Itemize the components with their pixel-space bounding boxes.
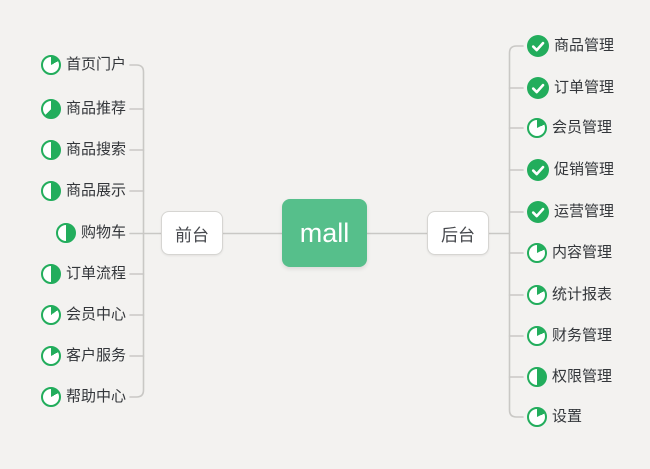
topic-label: 订单流程 bbox=[65, 265, 126, 282]
topic-label: 订单管理 bbox=[554, 79, 615, 96]
topic-label: 商品推荐 bbox=[65, 100, 126, 117]
topic-label: 运营管理 bbox=[554, 203, 615, 220]
topic-node[interactable]: 商品推荐 bbox=[40, 98, 126, 120]
progress-pie-icon bbox=[527, 285, 547, 305]
topic-node[interactable]: 订单管理 bbox=[527, 77, 614, 99]
topic-label: 设置 bbox=[552, 408, 583, 425]
progress-pie-icon bbox=[527, 118, 547, 138]
progress-pie-icon bbox=[527, 367, 547, 387]
topic-label: 商品展示 bbox=[65, 182, 126, 199]
topic-label: 商品管理 bbox=[554, 37, 615, 54]
branch-node-backend[interactable]: 后台 bbox=[427, 211, 489, 255]
progress-pie-icon bbox=[40, 181, 61, 201]
branch-node-frontend[interactable]: 前台 bbox=[161, 211, 223, 255]
topic-label: 商品搜索 bbox=[65, 141, 126, 158]
progress-pie-icon bbox=[527, 326, 547, 346]
root-node-label: mall bbox=[299, 217, 350, 248]
topic-label: 促销管理 bbox=[554, 161, 615, 178]
progress-pie-icon bbox=[40, 305, 61, 325]
progress-pie-icon bbox=[55, 223, 76, 243]
topic-label: 会员中心 bbox=[65, 306, 126, 323]
topic-node[interactable]: 客户服务 bbox=[40, 345, 126, 367]
topic-label: 购物车 bbox=[80, 224, 126, 241]
topic-node[interactable]: 商品搜索 bbox=[40, 139, 126, 161]
topic-node[interactable]: 设置 bbox=[527, 406, 582, 428]
topic-label: 客户服务 bbox=[65, 347, 126, 364]
topic-node[interactable]: 财务管理 bbox=[527, 325, 612, 347]
check-icon bbox=[527, 201, 549, 223]
topic-label: 首页门户 bbox=[65, 56, 126, 73]
topic-node[interactable]: 会员管理 bbox=[527, 117, 612, 139]
progress-pie-icon bbox=[527, 407, 547, 427]
branch-node-label: 后台 bbox=[441, 225, 475, 245]
branch-node-label: 前台 bbox=[175, 225, 209, 245]
progress-pie-icon bbox=[40, 99, 61, 119]
check-icon bbox=[527, 77, 549, 99]
topic-node[interactable]: 会员中心 bbox=[40, 304, 126, 326]
topic-node[interactable]: 帮助中心 bbox=[40, 386, 126, 408]
progress-pie-icon bbox=[40, 55, 61, 75]
topic-label: 帮助中心 bbox=[65, 388, 126, 405]
progress-pie-icon bbox=[40, 140, 61, 160]
topic-label: 统计报表 bbox=[552, 286, 613, 303]
topic-node[interactable]: 首页门户 bbox=[40, 54, 126, 76]
topic-label: 内容管理 bbox=[552, 244, 613, 261]
topic-node[interactable]: 统计报表 bbox=[527, 284, 612, 306]
progress-pie-icon bbox=[40, 387, 61, 407]
root-node-mall[interactable]: mall bbox=[282, 199, 367, 267]
topic-node[interactable]: 运营管理 bbox=[527, 201, 614, 223]
progress-pie-icon bbox=[40, 264, 61, 284]
topic-node[interactable]: 权限管理 bbox=[527, 366, 612, 388]
topic-node[interactable]: 促销管理 bbox=[527, 159, 614, 181]
check-icon bbox=[527, 159, 549, 181]
topic-label: 财务管理 bbox=[552, 327, 613, 344]
progress-pie-icon bbox=[527, 243, 547, 263]
topic-node[interactable]: 商品展示 bbox=[40, 180, 126, 202]
topic-label: 会员管理 bbox=[552, 119, 613, 136]
topic-node[interactable]: 内容管理 bbox=[527, 242, 612, 264]
topic-node[interactable]: 购物车 bbox=[55, 222, 126, 244]
topic-label: 权限管理 bbox=[552, 368, 613, 385]
progress-pie-icon bbox=[40, 346, 61, 366]
check-icon bbox=[527, 35, 549, 57]
topic-node[interactable]: 订单流程 bbox=[40, 263, 126, 285]
topic-node[interactable]: 商品管理 bbox=[527, 35, 614, 57]
